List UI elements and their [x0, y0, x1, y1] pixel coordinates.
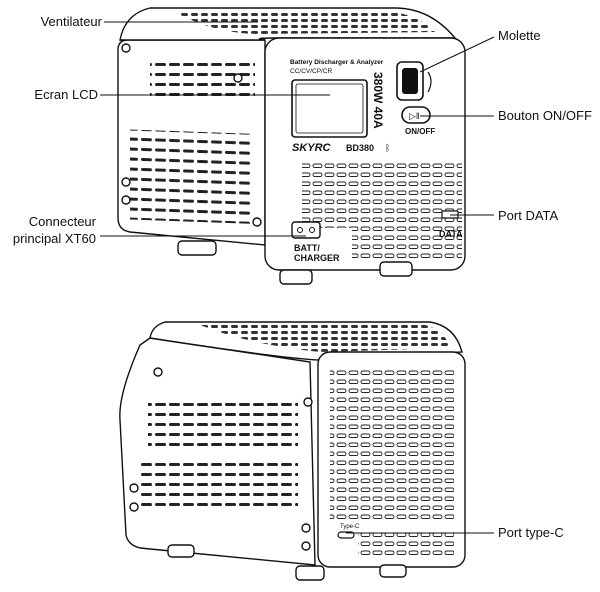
rear-grill — [330, 368, 454, 520]
foot — [177, 240, 217, 256]
onoff-button[interactable] — [401, 106, 431, 124]
screw — [301, 523, 311, 533]
play-pause-icon: ▷‖ — [409, 111, 420, 121]
foot — [295, 565, 325, 581]
screw — [121, 195, 131, 205]
screw — [129, 483, 139, 493]
bluetooth-icon: ᛒ — [385, 143, 390, 153]
power-rating: 380W 40A — [371, 72, 385, 129]
side-slots — [130, 129, 250, 224]
data-label: DATA — [439, 229, 463, 239]
screw — [233, 73, 243, 83]
product-name: Battery Discharger & Analyzer — [290, 59, 384, 66]
rotate-arrow-icon — [427, 71, 432, 93]
foot — [167, 544, 195, 558]
callout-xt60-line2: principal XT60 — [12, 231, 96, 246]
callout-lcd: Ecran LCD — [34, 87, 98, 102]
lcd-screen — [291, 79, 368, 138]
foot — [279, 269, 313, 285]
screw — [301, 541, 311, 551]
screw — [129, 502, 139, 512]
callout-onoff-button: Bouton ON/OFF — [498, 108, 592, 123]
callout-typec-port: Port type-C — [498, 525, 564, 540]
screw — [121, 177, 131, 187]
model-label: BD380 — [346, 143, 374, 153]
callout-xt60-line1: Connecteur — [28, 214, 96, 229]
screw — [153, 367, 163, 377]
callout-knob: Molette — [498, 28, 541, 43]
front-panel-content: Battery Discharger & Analyzer CC/CV/CP/C… — [290, 59, 463, 263]
screw — [252, 217, 262, 227]
side-slots — [148, 398, 298, 453]
screw — [121, 43, 131, 53]
onoff-label: ON/OFF — [405, 127, 435, 136]
fan-vent — [200, 325, 450, 352]
fan-vent — [175, 12, 435, 34]
typec-label: Type-C — [340, 524, 360, 530]
callout-fan: Ventilateur — [40, 14, 102, 29]
screw — [303, 397, 313, 407]
callout-data-port: Port DATA — [498, 208, 559, 223]
brand-logo: SKYRC — [292, 142, 332, 154]
batt-label: BATT/ — [294, 243, 320, 253]
xt60-connector[interactable] — [291, 221, 321, 239]
callout-lines — [100, 21, 495, 534]
side-slots — [138, 462, 298, 512]
foot — [379, 564, 407, 578]
leader-knob — [419, 36, 495, 73]
charger-label: CHARGER — [294, 253, 340, 263]
foot — [379, 261, 413, 277]
product-modes: CC/CV/CP/CR — [290, 68, 333, 75]
